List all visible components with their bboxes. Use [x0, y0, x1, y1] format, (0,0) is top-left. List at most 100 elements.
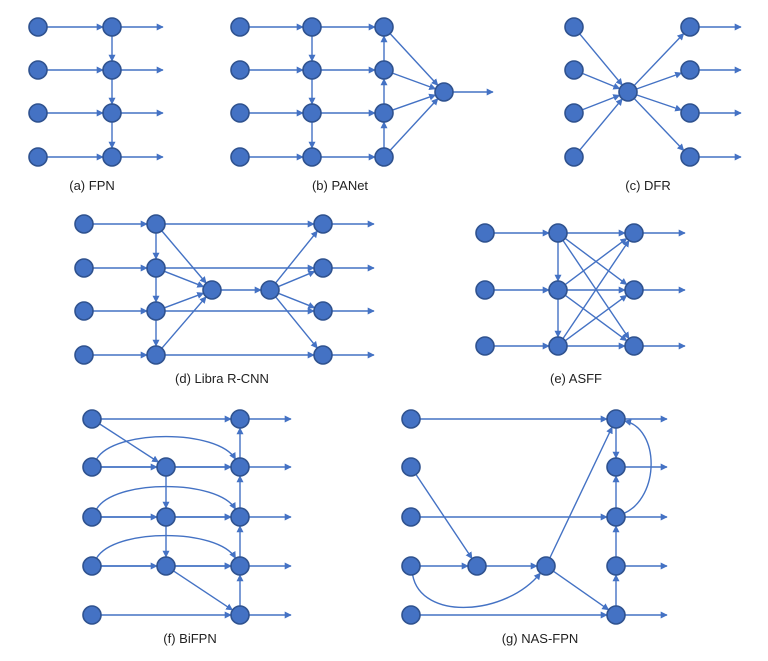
- feature-node: [146, 214, 166, 234]
- feature-node: [302, 103, 322, 123]
- feature-node: [467, 556, 487, 576]
- feature-node: [28, 147, 48, 167]
- feature-node: [74, 258, 94, 278]
- connection-arrow: [582, 72, 621, 90]
- connection-arrow: [392, 72, 437, 91]
- feature-node: [624, 280, 644, 300]
- feature-node: [475, 223, 495, 243]
- feature-node: [313, 214, 333, 234]
- feature-node: [624, 336, 644, 356]
- feature-node: [374, 103, 394, 123]
- feature-node: [313, 258, 333, 278]
- feature-node: [548, 336, 568, 356]
- feature-node: [74, 301, 94, 321]
- feature-node: [230, 147, 250, 167]
- connection-arrow: [552, 570, 610, 611]
- caption-bifpn: (f) BiFPN: [163, 631, 216, 646]
- connection-arrow: [161, 230, 207, 284]
- panel-d-libra-rcnn: [74, 214, 375, 365]
- feature-node: [28, 60, 48, 80]
- feature-node: [230, 409, 250, 429]
- feature-node: [302, 60, 322, 80]
- feature-node: [74, 345, 94, 365]
- feature-node: [230, 556, 250, 576]
- feature-node: [102, 17, 122, 37]
- feature-node: [401, 507, 421, 527]
- connection-arrow: [161, 296, 207, 349]
- feature-node: [82, 457, 102, 477]
- panel-g-nas-fpn: [401, 409, 668, 625]
- feature-node: [564, 103, 584, 123]
- feature-node: [82, 605, 102, 625]
- feature-node: [624, 223, 644, 243]
- feature-node: [564, 60, 584, 80]
- connection-arrow: [636, 94, 683, 112]
- feature-node: [606, 556, 626, 576]
- feature-node: [374, 147, 394, 167]
- feature-node: [302, 17, 322, 37]
- connection-arrow: [99, 423, 160, 463]
- connection-arrow: [564, 237, 628, 286]
- curved-connection-arrow: [95, 485, 237, 510]
- feature-node: [313, 301, 333, 321]
- feature-node: [82, 556, 102, 576]
- feature-node: [548, 280, 568, 300]
- connection-arrow: [636, 71, 683, 90]
- panel-f-bifpn: [82, 409, 292, 625]
- feature-node: [82, 409, 102, 429]
- feature-node: [434, 82, 454, 102]
- connection-arrow: [579, 98, 623, 151]
- feature-node: [374, 60, 394, 80]
- feature-node: [146, 301, 166, 321]
- feature-node: [82, 507, 102, 527]
- feature-node: [146, 345, 166, 365]
- feature-node: [230, 507, 250, 527]
- feature-node: [475, 280, 495, 300]
- feature-node: [680, 147, 700, 167]
- connection-arrow: [389, 33, 439, 86]
- feature-node: [260, 280, 280, 300]
- feature-node: [401, 409, 421, 429]
- feature-node: [680, 17, 700, 37]
- connection-arrow: [633, 33, 685, 86]
- feature-node: [680, 103, 700, 123]
- feature-node: [606, 507, 626, 527]
- connection-arrow: [275, 296, 318, 349]
- feature-node: [230, 605, 250, 625]
- connection-arrow: [392, 93, 437, 111]
- feature-node: [564, 147, 584, 167]
- connection-arrow: [582, 94, 621, 111]
- connection-arrow: [549, 426, 613, 559]
- connection-arrow: [389, 98, 439, 151]
- feature-node: [401, 457, 421, 477]
- curved-connection-arrow: [95, 534, 237, 559]
- caption-libra-rcnn: (d) Libra R-CNN: [175, 371, 269, 386]
- feature-node: [156, 507, 176, 527]
- feature-node: [28, 103, 48, 123]
- feature-node: [564, 17, 584, 37]
- caption-asff: (e) ASFF: [550, 371, 602, 386]
- feature-node: [230, 457, 250, 477]
- caption-panet: (b) PANet: [312, 178, 368, 193]
- feature-node: [680, 60, 700, 80]
- feature-node: [156, 556, 176, 576]
- feature-node: [606, 409, 626, 429]
- feature-node: [28, 17, 48, 37]
- feature-node: [230, 103, 250, 123]
- feature-node: [102, 103, 122, 123]
- panel-c-dfr: [564, 17, 742, 167]
- feature-node: [313, 345, 333, 365]
- feature-node: [102, 60, 122, 80]
- feature-node: [401, 605, 421, 625]
- feature-node: [401, 556, 421, 576]
- feature-node: [74, 214, 94, 234]
- feature-node: [230, 60, 250, 80]
- feature-node: [548, 223, 568, 243]
- connection-arrow: [278, 292, 316, 309]
- feature-node: [374, 17, 394, 37]
- panel-b-panet: [230, 17, 494, 167]
- feature-node: [475, 336, 495, 356]
- connection-arrow: [564, 294, 628, 342]
- connection-arrow: [173, 570, 234, 611]
